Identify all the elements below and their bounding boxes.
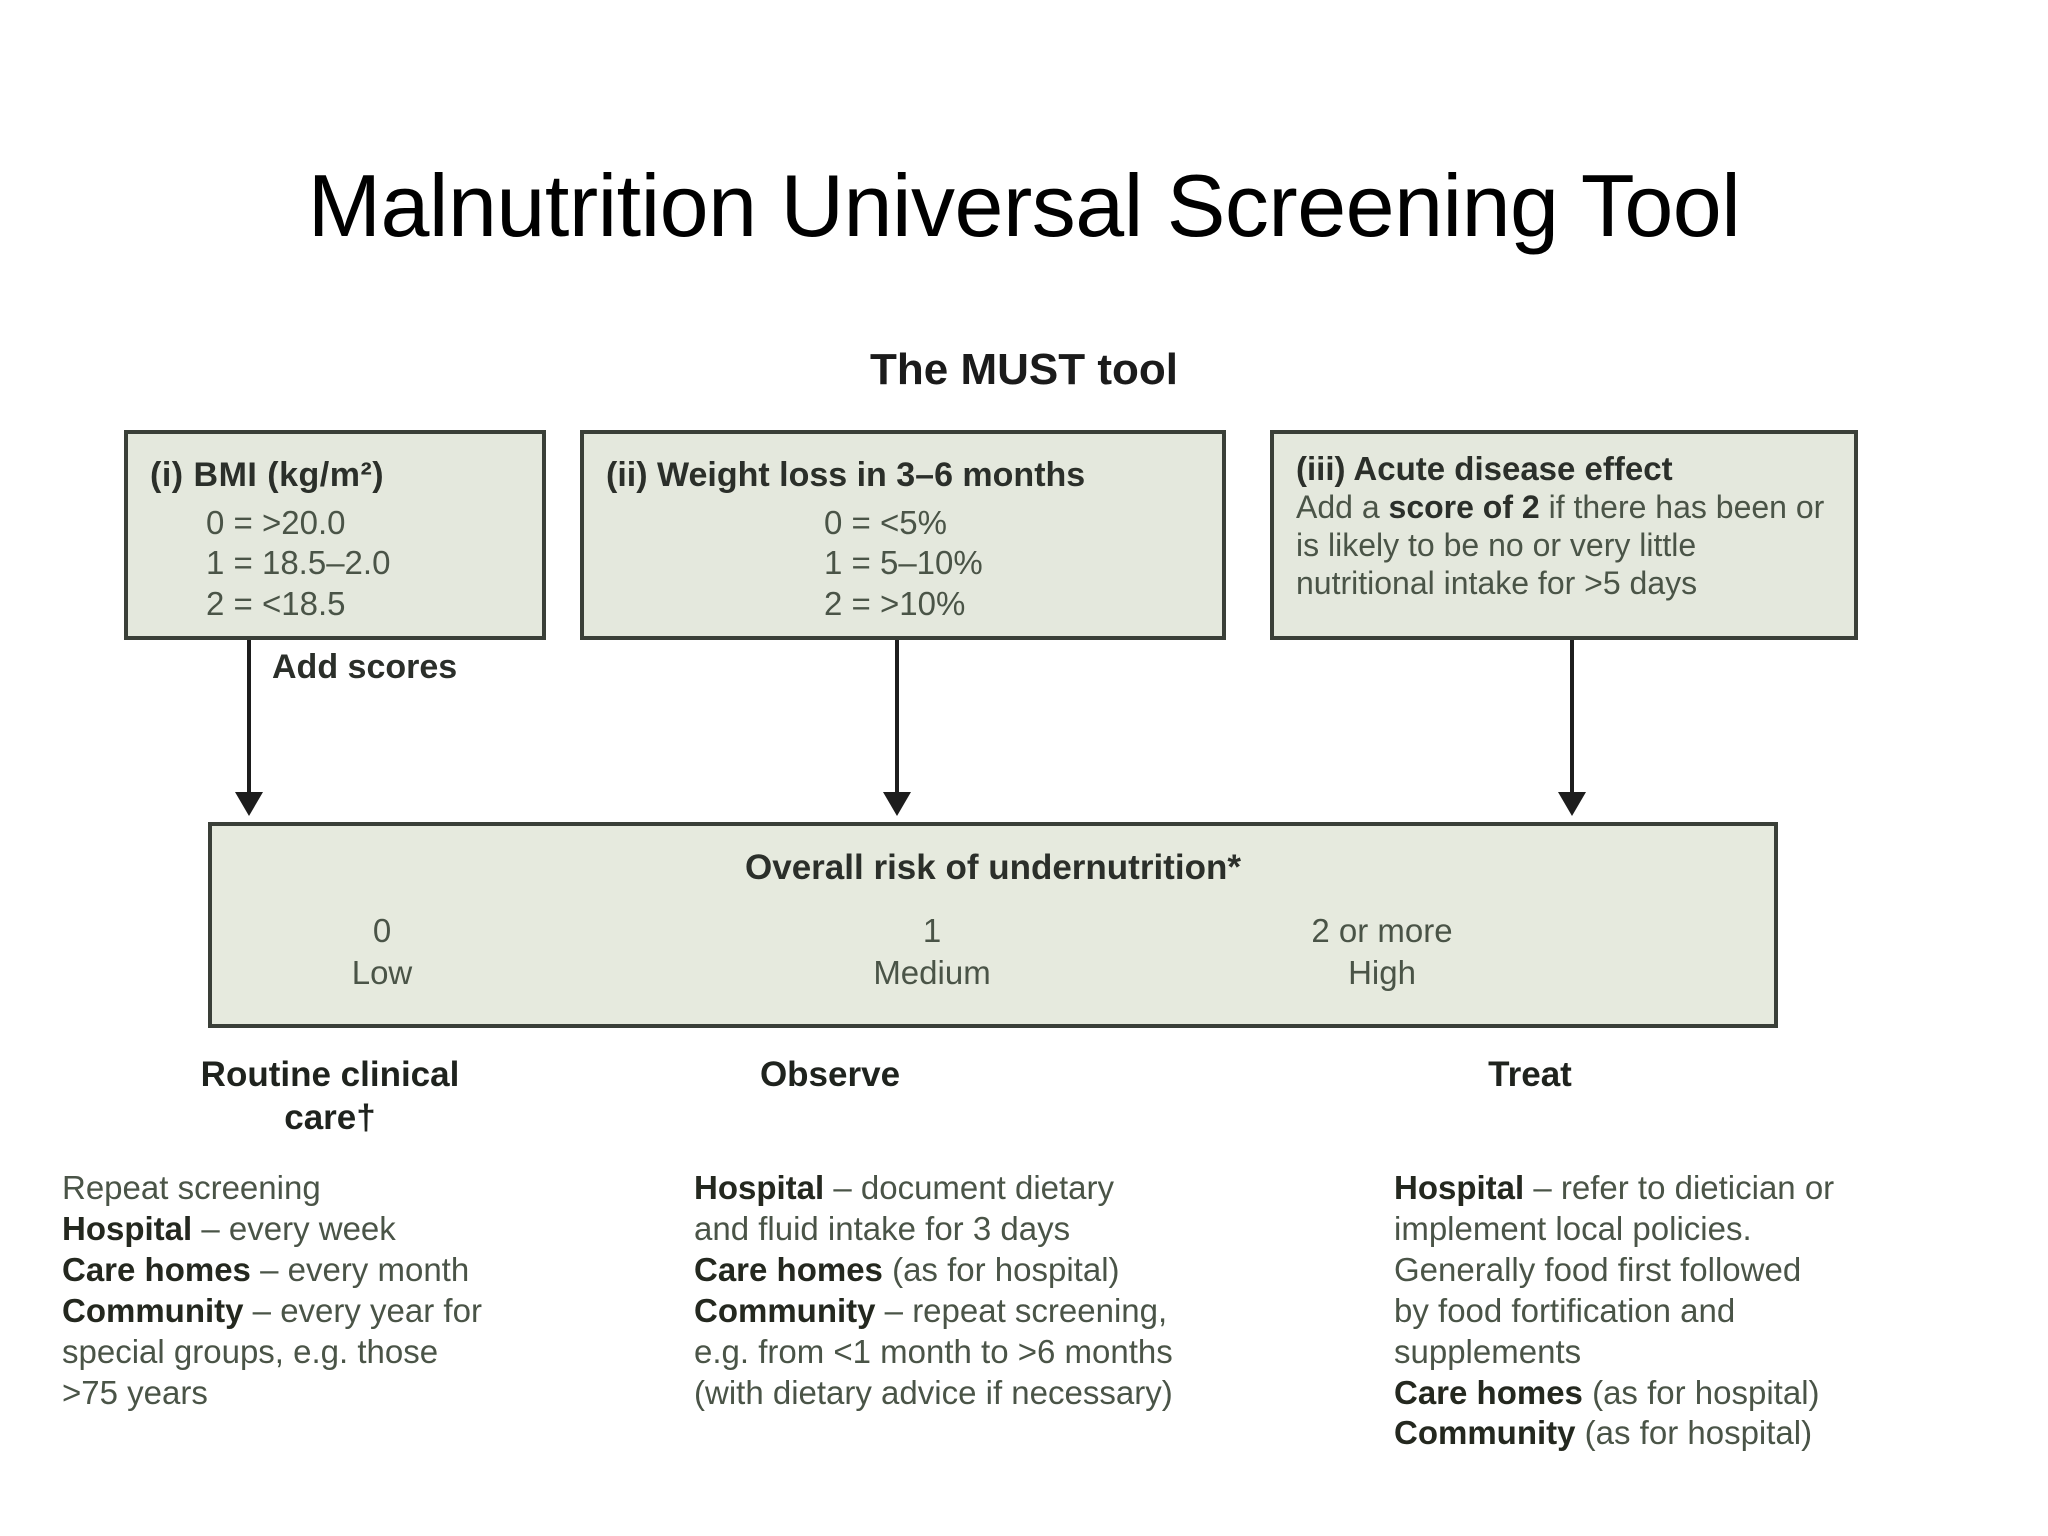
action-line: Care homes (as for hospital) [694,1250,1394,1291]
risk-level-medium: 1 Medium [802,910,1062,994]
risk-levels: 0 Low 1 Medium 2 or more High [212,910,1774,1020]
connector-line-bmi [247,640,251,798]
action-line-text: >75 years [62,1373,208,1411]
ade-body-bold: score of 2 [1388,489,1540,525]
action-line: Hospital – every week [62,1209,682,1250]
criteria-box-bmi: (i) BMI (kg/m²) 0 = >20.0 1 = 18.5–2.0 2… [124,430,546,640]
action-line-text: Repeat screening [62,1169,321,1206]
action-line-text: implement local policies. [1394,1209,1752,1247]
action-line: and fluid intake for 3 days [694,1209,1394,1250]
action-line: Hospital – refer to dietician or [1394,1168,2034,1209]
criteria-box-weight-loss: (ii) Weight loss in 3–6 months 0 = <5% 1… [580,430,1226,640]
action-line-text: – every month [250,1250,470,1288]
action-line: Community – every year for [62,1291,682,1332]
action-line-text: (with dietary advice if necessary) [694,1373,1173,1411]
action-line-term: Care homes [62,1250,251,1288]
action-line-text: (as for hospital) [882,1250,1120,1288]
action-line: implement local policies. [1394,1209,2034,1250]
score-item: 2 = <18.5 [206,584,346,622]
score-item: 0 = >20.0 [206,504,346,541]
action-line-text: – every year for [243,1291,482,1329]
action-line: e.g. from <1 month to >6 months [694,1332,1394,1373]
score-item: 1 = 5–10% [824,544,983,582]
page-title: Malnutrition Universal Screening Tool [307,155,1741,255]
arrow-down-icon [883,792,911,816]
overall-risk-title: Overall risk of undernutrition* [745,848,1241,887]
action-line: Community – repeat screening, [694,1291,1394,1332]
risk-score: 1 [922,912,942,949]
action-line: special groups, e.g. those [62,1332,682,1373]
action-line: >75 years [62,1373,682,1414]
risk-score: 0 [372,912,392,949]
action-line: Repeat screening [62,1168,682,1209]
criteria-score-list-bmi: 0 = >20.0 1 = 18.5–2.0 2 = <18.5 [128,495,542,624]
add-scores-label: Add scores [272,648,458,686]
arrow-down-icon [235,792,263,816]
action-header-low: Routine clinical care† [200,1055,460,1137]
ade-body-prefix: Add a [1296,489,1389,525]
action-line-text: special groups, e.g. those [62,1332,439,1370]
arrow-down-icon [1558,792,1586,816]
action-line-text: Generally food first followed [1394,1250,1802,1288]
risk-score: 2 or more [1311,912,1453,949]
action-line: supplements [1394,1332,2034,1373]
action-line-term: Hospital [694,1169,825,1206]
score-item: 2 = >10% [824,584,966,622]
connector-line-weight-loss [895,640,899,798]
action-line: Generally food first followed [1394,1250,2034,1291]
ade-body-suffix: if there has been or is likely to be no … [1296,489,1825,602]
action-line-text: – refer to dietician or [1524,1169,1835,1206]
criteria-title-acute-disease-effect: (iii) Acute disease effect [1296,450,1673,487]
risk-label: Medium [873,954,991,992]
action-line-text: – every week [192,1209,396,1247]
action-line-term: Hospital [1394,1169,1525,1206]
risk-level-high: 2 or more High [1232,910,1532,994]
action-line: Hospital – document dietary [694,1168,1394,1209]
action-line-term: Care homes [694,1250,883,1288]
figure-heading: The MUST tool [870,345,1178,394]
action-line-text: e.g. from <1 month to >6 months [694,1332,1173,1370]
connector-line-acute-disease-effect [1570,640,1574,798]
action-header-medium: Observe [759,1055,901,1094]
score-item: 1 = 18.5–2.0 [206,544,391,582]
action-line: Community (as for hospital) [1394,1413,2034,1454]
action-line-text: by food fortification and [1394,1291,1736,1329]
action-line: by food fortification and [1394,1291,2034,1332]
action-line-text: – repeat screening, [875,1291,1168,1329]
overall-risk-band: Overall risk of undernutrition* 0 Low 1 … [208,822,1778,1028]
risk-level-low: 0 Low [252,910,512,994]
action-line-text: – document dietary [824,1169,1115,1206]
action-header-high: Treat [1488,1055,1572,1094]
must-tool-figure: The MUST tool (i) BMI (kg/m²) 0 = >20.0 … [0,330,2048,1530]
criteria-title-bmi: (i) BMI (kg/m²) [150,456,385,494]
criteria-body-acute-disease-effect: Add a score of 2 if there has been or is… [1274,488,1854,602]
action-line-term: Community [62,1291,244,1329]
action-line-term: Care homes [1394,1373,1583,1411]
action-line: (with dietary advice if necessary) [694,1373,1394,1414]
action-line-text: supplements [1394,1332,1582,1370]
action-line-term: Hospital [62,1209,193,1247]
criteria-score-list-weight-loss: 0 = <5% 1 = 5–10% 2 = >10% [584,495,1222,624]
action-line-text: (as for hospital) [1582,1373,1820,1411]
action-line-term: Community [694,1291,876,1329]
criteria-title-weight-loss: (ii) Weight loss in 3–6 months [606,456,1086,494]
action-line: Care homes (as for hospital) [1394,1373,2034,1414]
action-line: Care homes – every month [62,1250,682,1291]
action-line-text: and fluid intake for 3 days [694,1209,1071,1247]
action-line-term: Community [1394,1414,1576,1452]
action-line-text: (as for hospital) [1575,1414,1813,1452]
criteria-box-acute-disease-effect: (iii) Acute disease effect Add a score o… [1270,430,1858,640]
risk-label: Low [351,954,413,992]
risk-label: High [1348,954,1416,992]
score-item: 0 = <5% [824,504,947,541]
